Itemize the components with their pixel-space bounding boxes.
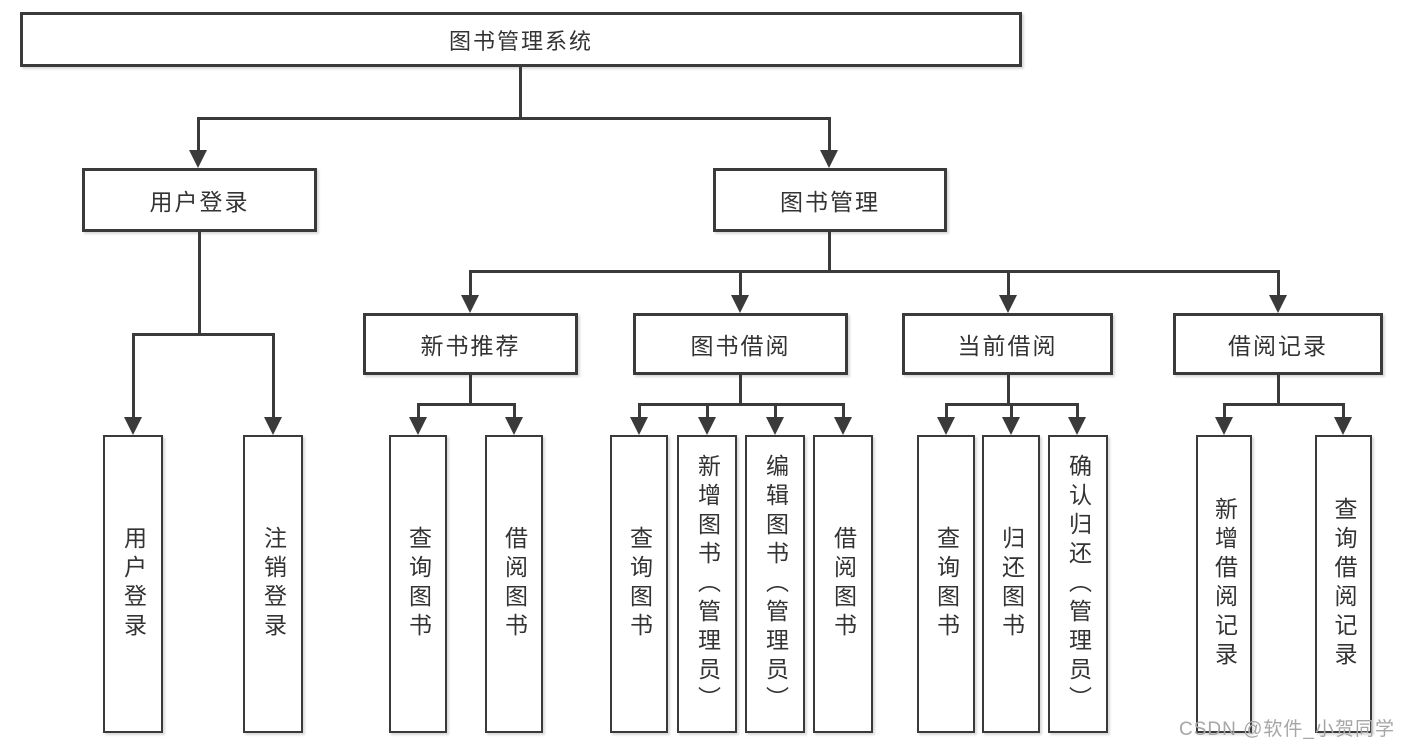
arrow-down-icon	[999, 295, 1017, 313]
leaf-confirm-return-admin: 确认归还（管理员）	[1048, 435, 1108, 733]
arrow-down-icon	[766, 417, 784, 435]
connector-line	[739, 375, 742, 406]
node-label: 查询图书	[626, 526, 653, 642]
node-label: 新增借阅记录	[1211, 497, 1238, 671]
node-borrow-records: 借阅记录	[1173, 313, 1383, 375]
arrow-down-icon	[1215, 417, 1233, 435]
leaf-user-login: 用户登录	[103, 435, 163, 733]
node-book-management: 图书管理	[713, 168, 947, 232]
node-label: 查询图书	[933, 526, 960, 642]
arrow-down-icon	[409, 417, 427, 435]
connector-line	[469, 270, 1280, 273]
leaf-query-books-1: 查询图书	[389, 435, 447, 733]
connector-line	[1007, 375, 1010, 406]
connector-line	[774, 403, 777, 420]
leaf-query-borrow-record: 查询借阅记录	[1315, 435, 1372, 733]
leaf-borrow-books-2: 借阅图书	[813, 435, 873, 733]
csdn-watermark: CSDN @软件_小贺同学	[1179, 719, 1395, 740]
arrow-down-icon	[505, 417, 523, 435]
connector-line	[272, 333, 275, 419]
connector-line	[706, 403, 709, 420]
connector-line	[1223, 403, 1345, 406]
connector-line	[1277, 270, 1280, 298]
leaf-add-books-admin: 新增图书（管理员）	[677, 435, 737, 733]
leaf-query-books-2: 查询图书	[610, 435, 668, 733]
connector-line	[1223, 403, 1226, 420]
node-label: 编辑图书（管理员）	[762, 453, 789, 715]
node-label: 新增图书（管理员）	[694, 453, 721, 715]
connector-line	[132, 333, 275, 336]
connector-line	[638, 403, 845, 406]
leaf-add-borrow-record: 新增借阅记录	[1196, 435, 1252, 733]
connector-line	[1076, 403, 1079, 420]
node-current-borrowing: 当前借阅	[902, 313, 1113, 375]
node-label: 图书管理系统	[448, 28, 593, 54]
node-label: 图书借阅	[690, 333, 791, 359]
connector-line	[469, 375, 472, 406]
node-label: 借阅记录	[1228, 333, 1328, 359]
connector-line	[198, 232, 201, 336]
arrow-down-icon	[1002, 417, 1020, 435]
connector-line	[1277, 375, 1280, 406]
node-user-login: 用户登录	[82, 168, 317, 232]
connector-line	[519, 67, 522, 119]
node-label: 借阅图书	[501, 526, 528, 642]
arrow-down-icon	[820, 150, 838, 168]
connector-line	[417, 403, 420, 420]
arrow-down-icon	[731, 295, 749, 313]
arrow-down-icon	[698, 417, 716, 435]
connector-line	[739, 270, 742, 298]
node-label: 确认归还（管理员）	[1065, 453, 1092, 715]
arrow-down-icon	[937, 417, 955, 435]
node-book-borrowing: 图书借阅	[633, 313, 848, 375]
leaf-query-books-3: 查询图书	[917, 435, 975, 733]
connector-line	[197, 117, 831, 120]
connector-line	[197, 117, 200, 153]
connector-line	[1342, 403, 1345, 420]
arrow-down-icon	[1068, 417, 1086, 435]
node-label: 注销登录	[260, 526, 287, 642]
leaf-return-books: 归还图书	[982, 435, 1040, 733]
node-library-management-system: 图书管理系统	[20, 12, 1022, 67]
leaf-logout: 注销登录	[243, 435, 303, 733]
connector-line	[945, 403, 948, 420]
node-label: 查询借阅记录	[1331, 497, 1357, 671]
arrow-down-icon	[461, 295, 479, 313]
connector-line	[842, 403, 845, 420]
arrow-down-icon	[1334, 417, 1352, 435]
arrow-down-icon	[1269, 295, 1287, 313]
connector-line	[638, 403, 641, 420]
node-label: 用户登录	[149, 189, 250, 215]
arrow-down-icon	[264, 417, 282, 435]
node-label: 新书推荐	[420, 333, 521, 359]
node-label: 用户登录	[120, 526, 147, 642]
connector-line	[132, 333, 135, 419]
node-label: 归还图书	[998, 526, 1025, 642]
connector-line	[1010, 403, 1013, 420]
leaf-edit-books-admin: 编辑图书（管理员）	[745, 435, 805, 733]
connector-line	[417, 403, 516, 406]
leaf-borrow-books-1: 借阅图书	[485, 435, 543, 733]
node-label: 图书管理	[780, 189, 880, 215]
arrow-down-icon	[124, 417, 142, 435]
connector-line	[1007, 270, 1010, 298]
connector-line	[828, 232, 831, 273]
node-new-book-recommend: 新书推荐	[363, 313, 578, 375]
arrow-down-icon	[834, 417, 852, 435]
arrow-down-icon	[630, 417, 648, 435]
connector-line	[828, 117, 831, 153]
connector-line	[469, 270, 472, 298]
node-label: 查询图书	[405, 526, 432, 642]
node-label: 当前借阅	[957, 333, 1058, 359]
node-label: 借阅图书	[830, 526, 857, 642]
connector-line	[513, 403, 516, 420]
arrow-down-icon	[189, 150, 207, 168]
